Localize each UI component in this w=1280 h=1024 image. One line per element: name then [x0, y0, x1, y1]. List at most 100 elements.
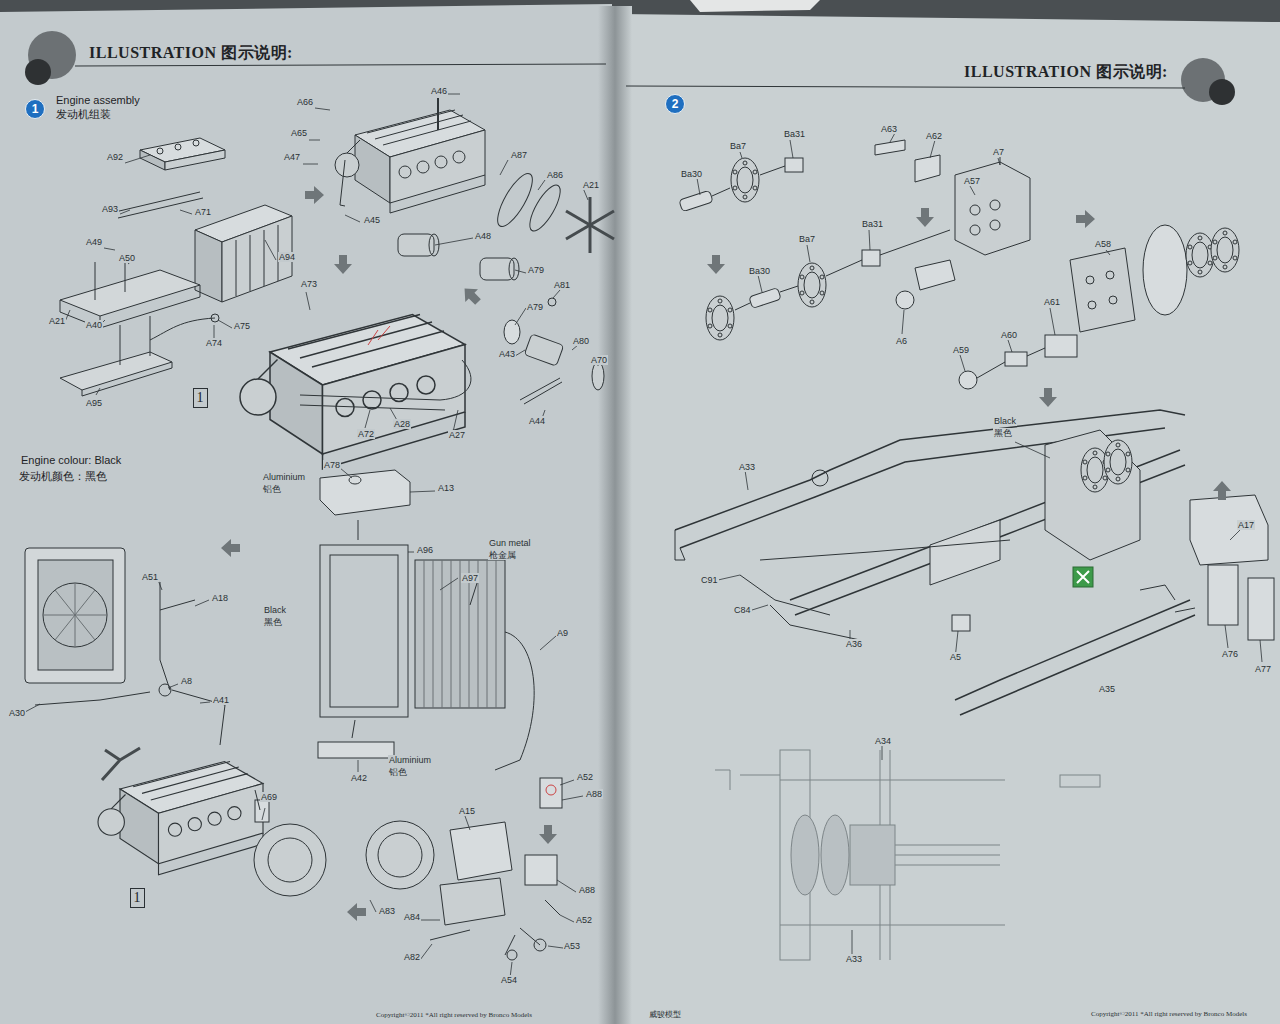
part-drawing [320, 470, 410, 515]
part-drawing [955, 162, 1030, 255]
leader-line [718, 442, 1050, 659]
part-drawing [970, 225, 980, 235]
assembly-arrow [305, 186, 324, 204]
callout-number: A43 [498, 349, 516, 359]
callout-number: A57 [963, 176, 981, 186]
assembly-arrow [707, 255, 725, 274]
callout-number: A54 [500, 975, 518, 985]
assembly-arrow [347, 903, 366, 921]
callout-number: A79 [526, 302, 544, 312]
callout-number: A41 [212, 695, 230, 705]
callout-number: A61 [1043, 297, 1061, 307]
part-drawing [1140, 585, 1175, 600]
part-drawing [590, 211, 614, 225]
part-drawing [318, 742, 394, 758]
part-drawing [211, 314, 219, 322]
part-drawing [566, 225, 590, 239]
callout-number: A52 [575, 915, 593, 925]
paint-note: Gun metal [488, 538, 532, 548]
paint-note: 铝色 [388, 767, 408, 777]
part-drawing [566, 197, 614, 253]
part-drawing [300, 360, 471, 400]
part-drawing [740, 540, 1010, 640]
part-drawing [1060, 775, 1100, 787]
leader-line [697, 133, 1000, 195]
copyright-note: Copyright©2011 *All right reserved by Br… [1090, 1010, 1248, 1018]
part-drawing [592, 362, 604, 390]
callout-number: A66 [296, 97, 314, 107]
callout-number: A49 [85, 237, 103, 247]
part-drawing [1086, 276, 1094, 284]
callout-number: A7 [992, 147, 1005, 157]
callout-number: C84 [733, 605, 752, 615]
page-ground [690, 0, 820, 12]
part-drawing [1104, 440, 1132, 484]
page-ground [598, 6, 632, 1024]
part-drawing [1175, 608, 1195, 612]
callout-number: A50 [118, 253, 136, 263]
callout-number: A71 [194, 207, 212, 217]
part-drawing [715, 750, 1100, 960]
callout-number: A46 [430, 86, 448, 96]
callout-number: A87 [510, 150, 528, 160]
paint-note: Black [263, 605, 287, 615]
part-drawing [437, 98, 439, 130]
part-drawing [715, 770, 780, 790]
step-title: 发动机组装 [55, 108, 112, 121]
assembly-arrow [221, 186, 1231, 921]
part-drawing [706, 296, 734, 340]
assembly-arrow [458, 282, 484, 308]
callout-number: A92 [106, 152, 124, 162]
callout-number: A35 [1098, 684, 1116, 694]
callout-number: A53 [563, 941, 581, 951]
part-drawing [1045, 430, 1140, 560]
callout-number: A58 [1094, 239, 1112, 249]
part-drawing [1005, 352, 1027, 366]
step-number-text: 2 [672, 98, 679, 110]
part-drawing [798, 263, 826, 307]
header-decoration [626, 86, 1185, 88]
part-drawing [930, 520, 1000, 585]
part-drawing [98, 762, 263, 875]
part-drawing [140, 150, 165, 170]
part-drawing [540, 778, 562, 808]
part-drawing [175, 144, 181, 150]
callout-number: A40 [85, 320, 103, 330]
callout-number: A97 [461, 573, 479, 583]
callout-number: A74 [205, 338, 223, 348]
callout-number: A63 [880, 124, 898, 134]
part-drawing [780, 750, 1005, 960]
part-drawing [195, 230, 222, 302]
part-drawing [1211, 228, 1239, 272]
part-drawing [240, 315, 465, 470]
callout-number: A82 [403, 952, 421, 962]
part-drawing [1045, 335, 1077, 357]
reference-number: 1 [197, 391, 204, 405]
part-drawing [95, 258, 150, 365]
part-drawing [970, 205, 980, 215]
callout-number: A96 [416, 545, 434, 555]
part-drawing [566, 211, 590, 225]
part-drawing [1248, 578, 1274, 640]
callout-number: A6 [895, 336, 908, 346]
part-drawing [60, 270, 200, 316]
callout-number: A51 [141, 572, 159, 582]
part-drawing [590, 225, 614, 239]
part-drawing [300, 405, 445, 410]
brand-mark: 威骏模型 [648, 1010, 682, 1019]
part-drawing [430, 928, 540, 955]
part-drawing [25, 548, 125, 683]
callout-number: A84 [403, 912, 421, 922]
part-drawing [895, 845, 1000, 865]
callout-number: A36 [845, 639, 863, 649]
part-drawing [491, 169, 538, 231]
callout-number: A78 [323, 460, 341, 470]
part-drawing [60, 352, 172, 390]
part-drawing [1073, 567, 1093, 587]
callout-number: Ba7 [798, 234, 816, 244]
leader-line [852, 530, 1262, 955]
part-drawing [102, 748, 140, 780]
part-drawing [589, 225, 592, 253]
colour-note: 发动机颜色：黑色 [18, 470, 108, 483]
callout-number: A44 [528, 416, 546, 426]
